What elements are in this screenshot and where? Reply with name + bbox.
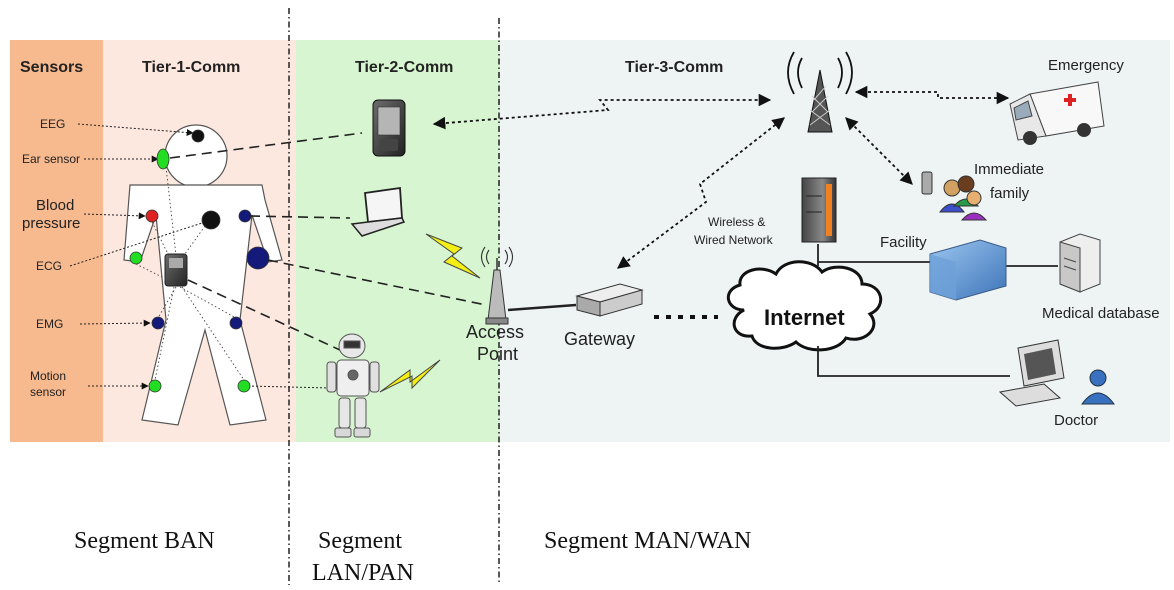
doctor-person-icon [1081, 369, 1115, 405]
sensor-arm-dot-big [246, 246, 270, 270]
emergency-label: Emergency [1048, 57, 1124, 74]
sensor-ear-dot [156, 148, 170, 170]
header-tier1: Tier-1-Comm [142, 59, 240, 76]
gateway-label: Gateway [564, 329, 635, 349]
sensor-eeg-dot [191, 129, 205, 143]
internet-links [817, 244, 1058, 377]
sensor-label-eeg: EEG [40, 117, 65, 131]
sensors-panel [10, 40, 103, 442]
internet-label: Internet [764, 305, 845, 330]
family-icon [921, 171, 988, 221]
sensor-label-ear: Ear sensor [22, 152, 80, 166]
doctor-computer-icon [998, 339, 1065, 407]
robot-icon [326, 333, 380, 438]
facility-building-icon [929, 239, 1007, 301]
access-point-label-2: Point [477, 344, 518, 364]
gateway-icon [575, 283, 644, 317]
lightning-bolt-lower [379, 359, 441, 393]
sensor-emg-right-dot [229, 316, 243, 330]
access-point-label-1: Access [466, 322, 524, 342]
sensor-motion-right-dot [237, 379, 251, 393]
sensor-label-blood-2: pressure [22, 215, 80, 232]
family-label-1: Immediate [974, 161, 1044, 178]
sensor-label-blood-1: Blood [36, 197, 74, 214]
medical-database-icon [1059, 233, 1101, 293]
smartphone-icon [372, 99, 406, 157]
sensor-dots [129, 129, 270, 393]
body-internal-links [135, 166, 245, 381]
sensor-label-motion-1: Motion [30, 369, 66, 383]
sensor-wrist-dot [129, 251, 143, 265]
sensor-label-emg: EMG [36, 317, 63, 331]
sensor-label-motion-2: sensor [30, 385, 66, 399]
header-tier3: Tier-3-Comm [625, 59, 723, 76]
wireless-arrows [432, 85, 1010, 269]
sensor-blood-dot [145, 209, 159, 223]
ambulance-icon [1009, 81, 1105, 145]
facility-label: Facility [880, 234, 927, 251]
access-point-icon [480, 246, 514, 325]
sensor-labels: EEG Ear sensor Blood pressure ECG EMG Mo… [22, 117, 80, 399]
ap-gateway-link [507, 303, 577, 312]
segment-wan-label: Segment MAN/WAN [544, 528, 751, 554]
lightning-bolt-upper [425, 233, 481, 279]
sensor-emg-left-dot [151, 316, 165, 330]
sensor-label-ecg: ECG [36, 259, 62, 273]
segment-ban-label: Segment BAN [74, 528, 215, 554]
segment-lan-label-2: LAN/PAN [312, 560, 414, 586]
internet-cloud: Internet [727, 260, 883, 352]
sensor-pointers [69, 123, 331, 390]
ban-to-tier2-links [169, 132, 487, 351]
family-label-2: family [990, 185, 1030, 202]
sensor-ecg-dot [201, 210, 221, 230]
header-tier2: Tier-2-Comm [355, 59, 453, 76]
cell-tower-icon [787, 51, 853, 133]
doctor-label: Doctor [1054, 412, 1098, 429]
wireless-label-1: Wireless & [708, 215, 765, 229]
sensor-motion-left-dot [148, 379, 162, 393]
body-phone-icon [164, 253, 188, 287]
human-body [123, 124, 283, 426]
segment-lan-label-1: Segment [318, 528, 402, 554]
body-torso [123, 184, 283, 426]
header-sensors: Sensors [20, 59, 83, 76]
wireless-label-2: Wired Network [694, 233, 774, 247]
sensor-chest-dot [238, 209, 252, 223]
laptop-icon [350, 186, 406, 237]
server-icon [801, 177, 837, 243]
medical-database-label: Medical database [1042, 305, 1160, 322]
